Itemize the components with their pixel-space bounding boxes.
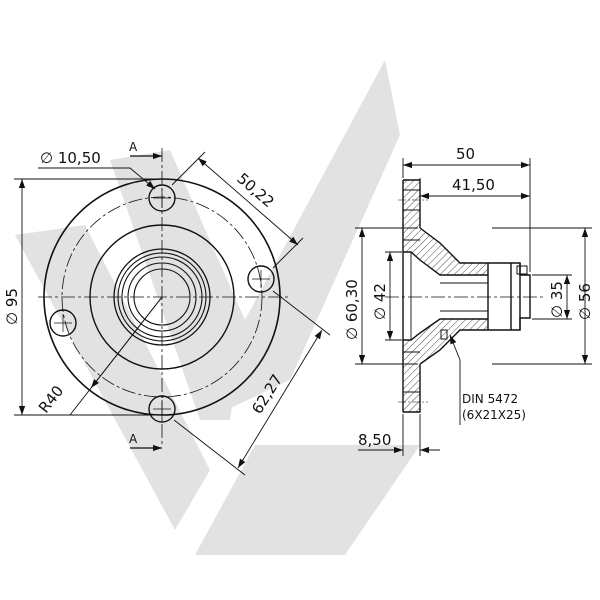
spline-standard-label: DIN 5472: [462, 392, 518, 406]
collar-diameter-label: ∅ 56: [576, 283, 594, 320]
watermark-logo: [15, 60, 420, 555]
pilot-diameter-label: ∅ 60,30: [343, 279, 361, 340]
bore-inner: [133, 268, 191, 326]
overall-length-label: 50: [456, 145, 475, 163]
hub-outer: [89, 224, 235, 370]
spline-spec-label: (6X21X25): [462, 408, 526, 422]
bore-spline-outer: [121, 256, 203, 338]
bolt-holes: [49, 184, 275, 423]
bore-spline-inner: [127, 262, 197, 332]
bore-outer: [117, 252, 207, 342]
hole-diameter-label: ∅ 10,50: [40, 149, 101, 167]
hub-diameter-label: ∅ 42: [371, 283, 389, 320]
outer-diameter-label: ∅ 95: [3, 288, 21, 325]
hole-spacing-dimension: [171, 151, 304, 269]
spline-diameter-label: ∅ 35: [548, 281, 566, 318]
section-hatching: [403, 180, 488, 412]
flange-thickness-label: 8,50: [358, 431, 391, 449]
radius-leader: [40, 296, 163, 416]
bolt-hole-bottom: [148, 395, 176, 423]
radius-label: R40: [35, 382, 67, 416]
bolt-hole-right: [247, 265, 275, 293]
side-view: [385, 179, 545, 413]
side-dimensions: [355, 158, 592, 456]
bolt-hole-centers: [54, 189, 270, 418]
side-outline: [402, 179, 531, 413]
diagonal-spacing-dimension: [173, 290, 331, 476]
hole-diameter-leader: [38, 167, 156, 190]
hole-spacing-label: 50,22: [233, 169, 277, 211]
section-label-top: A: [129, 140, 138, 154]
shaft-length-label: 41,50: [452, 176, 495, 194]
outer-diameter-dimension: [14, 178, 158, 416]
bolt-hole-top: [148, 184, 176, 212]
hub-ring: [113, 248, 211, 346]
section-label-bottom: A: [129, 432, 138, 446]
front-view: [14, 148, 331, 476]
bolt-hole-left: [49, 309, 77, 337]
